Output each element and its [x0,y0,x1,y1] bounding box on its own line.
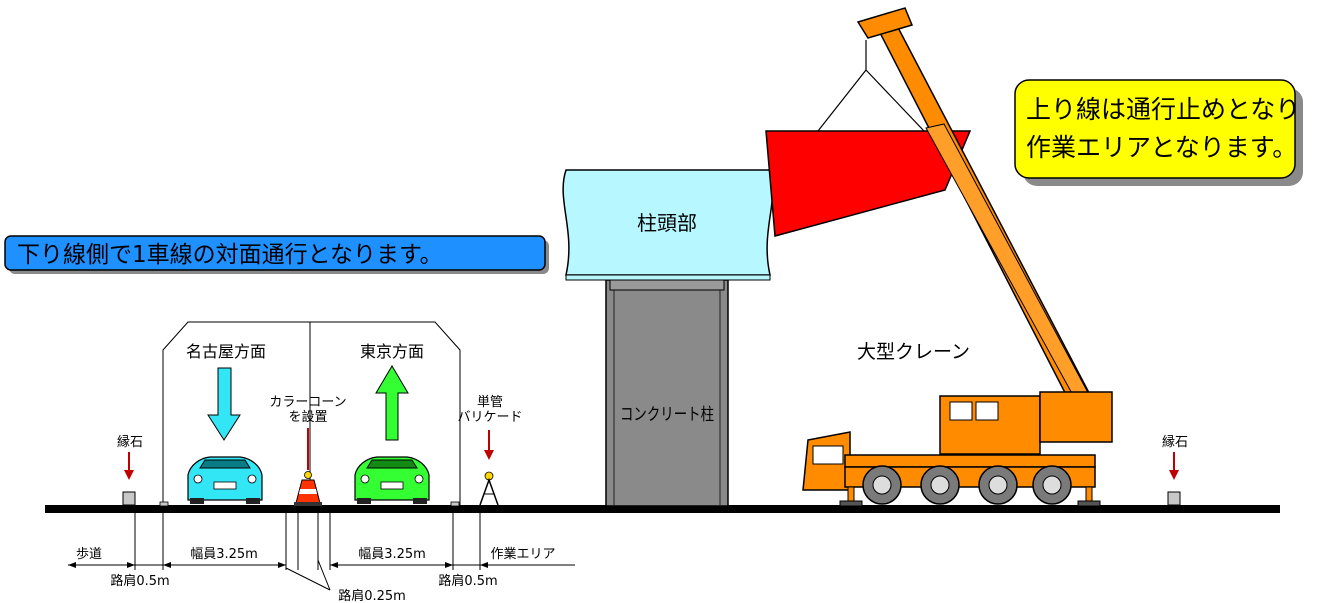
dim-shoulder-center: 路肩0.25m [338,588,406,603]
upbound-callout: 上り線は通行止めとなり 作業エリアとなります。 [1014,79,1303,186]
shoulder-marker-left [159,501,169,507]
nagoya-direction-label: 名古屋方面 [186,342,266,361]
pipe-barricade: 単管 バリケード [457,394,523,506]
tokyo-direction-label: 東京方面 [360,342,424,361]
crane-wheels [862,465,1072,505]
downbound-callout-box [4,235,546,271]
road-surface [45,505,1280,513]
downbound-callout: 下り線側で1車線の対面通行となります。 [4,235,549,274]
upbound-callout-line2: 作業エリアとなります。 [1026,133,1297,162]
dimension-lines [68,513,575,591]
traffic-directions: 名古屋方面 東京方面 [186,342,424,441]
cone-label-line1: カラーコーン [269,395,346,410]
car-nagoya [187,456,263,504]
dimension-arrowheads [68,562,488,568]
downbound-callout-text: 下り線側で1車線の対面通行となります。 [17,242,443,268]
shoulder-marker-right [450,501,460,507]
upbound-callout-box [1014,79,1296,179]
barricade-label-line1: 単管 [477,394,503,410]
large-crane: 大型クレーン [802,7,1113,507]
crane-label: 大型クレーン [857,341,970,363]
curb-left: 縁石 [117,434,143,506]
curb-right: 縁石 [1162,434,1188,506]
pier-head: 柱頭部 [562,169,774,281]
car-tokyo [354,456,430,504]
dim-shoulder-left: 路肩0.5m [110,573,169,589]
curb-left-label: 縁石 [117,434,143,450]
curb-right-label: 縁石 [1162,434,1188,450]
girder-segment [765,130,972,237]
dim-sidewalk: 歩道 [76,547,102,562]
barricade-label-line2: バリケード [457,410,522,425]
crane-rigging [817,40,925,132]
upbound-callout-line1: 上り線は通行止めとなり [1026,95,1300,124]
color-cone: カラーコーン を設置 [269,395,347,506]
cone-label-line2: を設置 [288,409,327,425]
column-label: コンクリート柱 [620,405,714,425]
dim-width-left: 幅員3.25m [190,547,258,562]
dim-width-right: 幅員3.25m [358,547,426,562]
concrete-column: コンクリート柱 [605,279,729,507]
dim-shoulder-right: 路肩0.5m [438,573,497,589]
pier-head-label: 柱頭部 [637,211,697,235]
nagoya-arrow [207,367,241,441]
tokyo-arrow [375,365,409,441]
dim-work-area: 作業エリア [490,546,555,562]
